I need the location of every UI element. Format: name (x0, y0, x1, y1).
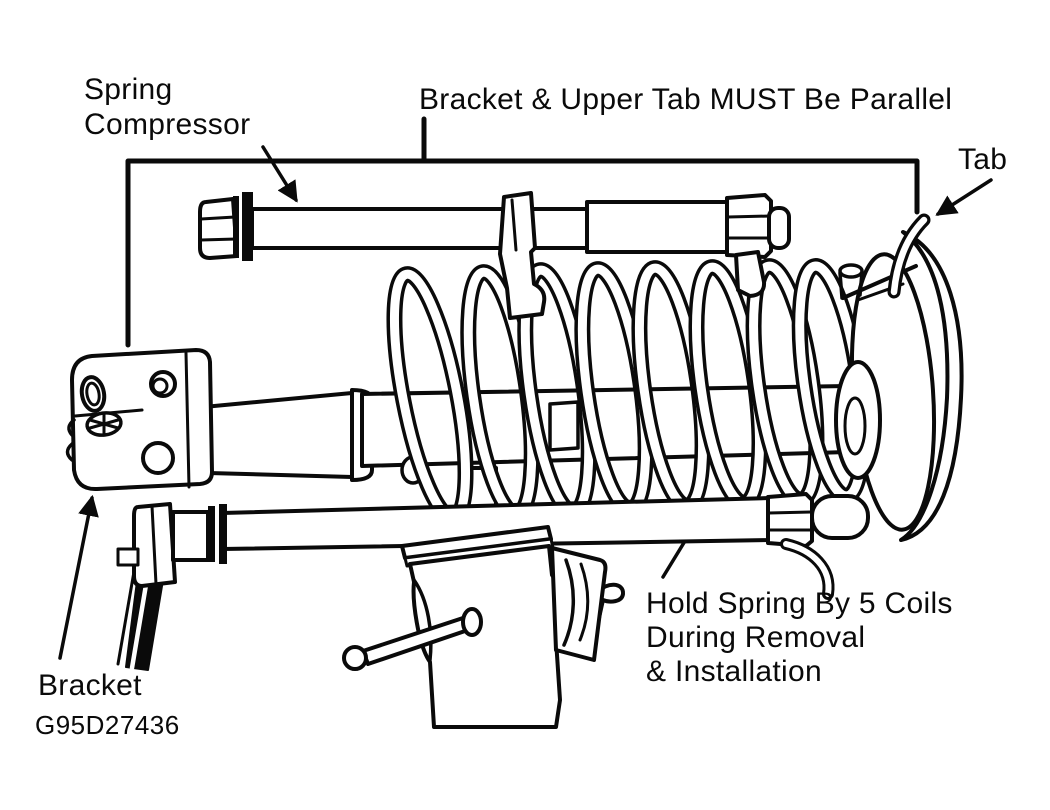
spring-compressor-arrow (261, 145, 298, 203)
upper-rod-bolt-head (198, 197, 239, 260)
spring-compressor-label: Spring Compressor (84, 73, 251, 141)
upper-rod-mid-hook (498, 191, 547, 320)
vise-movable-jaw (550, 546, 608, 662)
upper-rod-washer (233, 196, 239, 258)
spring-compressor-upper-rod (198, 191, 791, 320)
spring-compressor-lower-rod (116, 492, 870, 671)
small-hook (596, 582, 625, 620)
seat-hub (834, 360, 882, 480)
seat-stud (838, 263, 864, 300)
seat-tab (887, 213, 931, 299)
bench-vise (342, 525, 608, 729)
strut-bracket (65, 348, 214, 492)
upper-spring-seat (834, 213, 964, 542)
hold-spring-note-label: Hold Spring By 5 Coils During Removal & … (646, 587, 953, 688)
upper-rod-washer (242, 192, 253, 261)
lower-rod-nut (766, 492, 814, 548)
parallel-note-label: Bracket & Upper Tab MUST Be Parallel (419, 83, 953, 116)
tab-arrow (935, 178, 993, 216)
upper-rod-end-hook (734, 250, 767, 298)
tab-label: Tab (958, 143, 1008, 176)
upper-rod-nut (725, 193, 773, 259)
vise-handle (342, 607, 483, 671)
bracket-label: Bracket (38, 669, 142, 702)
seat-rim (899, 230, 964, 542)
figure-code: G95D27436 (35, 710, 180, 740)
lower-rod-end-hook (780, 538, 835, 600)
parallel-reference-line (125, 116, 920, 348)
bracket-arrow (58, 494, 99, 660)
